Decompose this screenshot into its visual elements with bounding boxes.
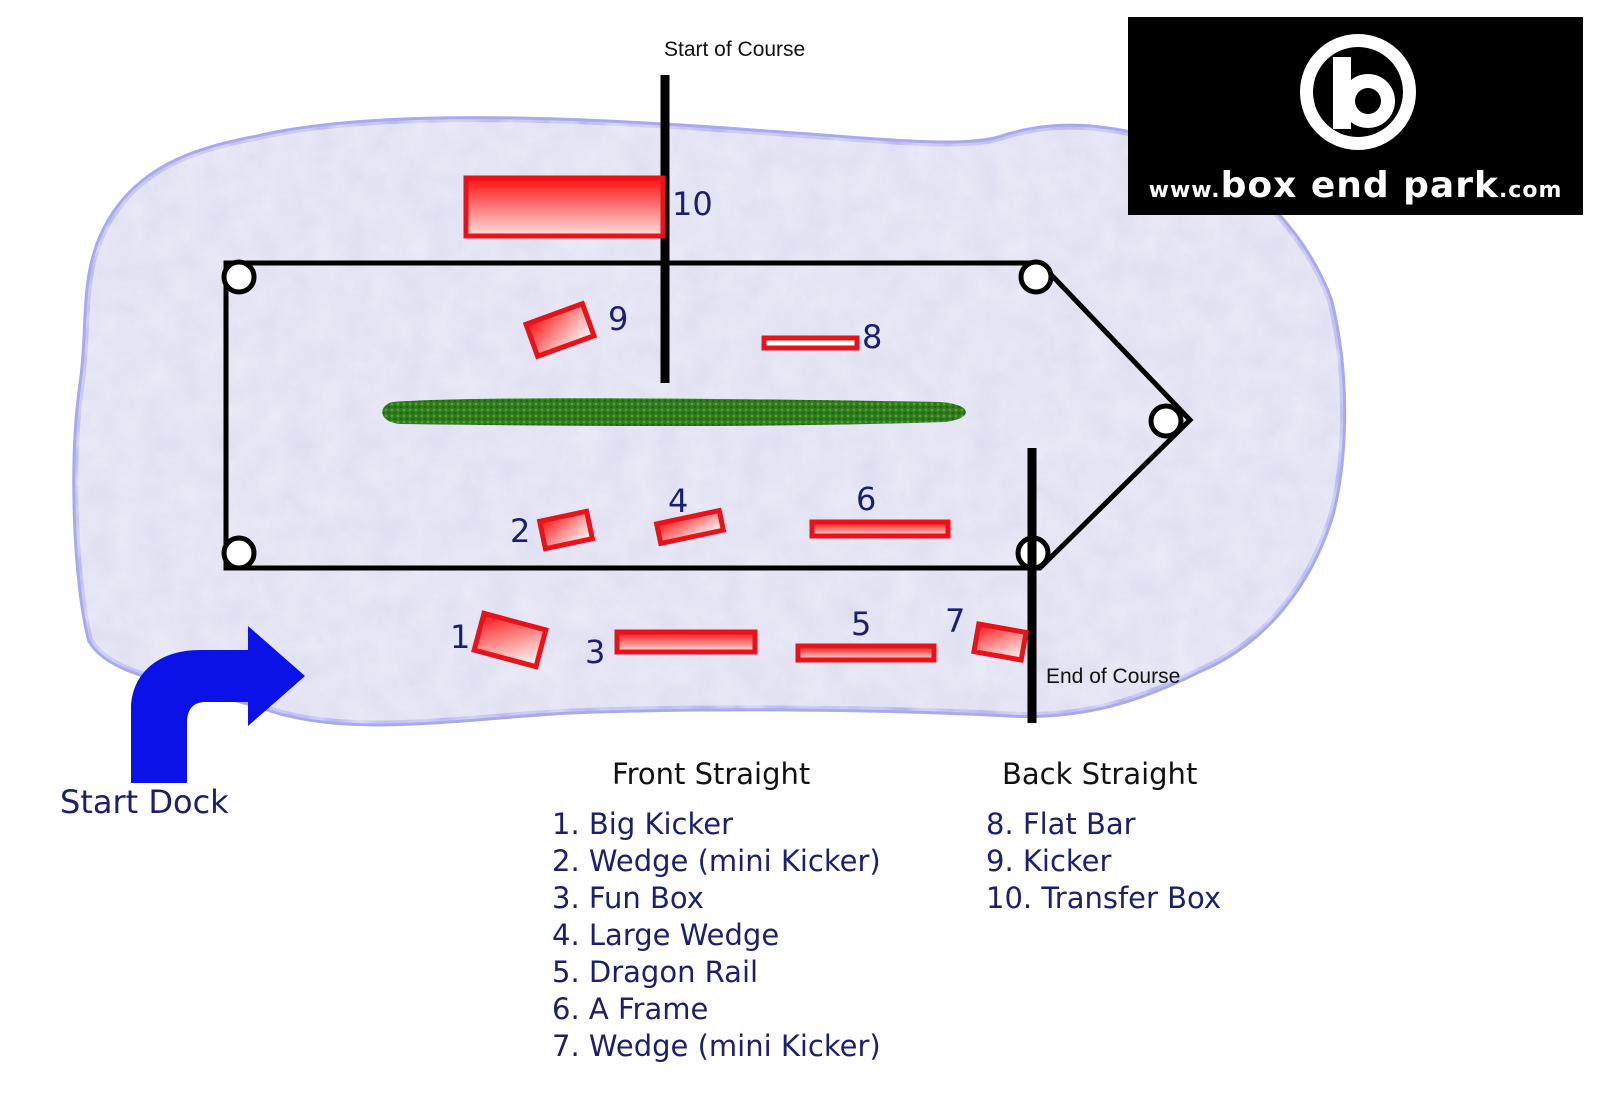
feature-3-fun-box — [614, 629, 758, 655]
feature-2-wedge — [536, 508, 596, 552]
legend-item: 8. Flat Bar — [986, 807, 1136, 841]
logo-name: box end park — [1220, 165, 1499, 206]
box-end-park-logo: www.box end park.com — [1128, 17, 1583, 215]
legend-item: 9. Kicker — [986, 844, 1112, 878]
feature-number-4: 4 — [668, 482, 689, 520]
pulley-top-right — [1018, 259, 1054, 295]
logo-text: www.box end park.com — [1128, 165, 1583, 206]
feature-number-9: 9 — [608, 300, 629, 338]
feature-9-kicker — [522, 300, 598, 360]
cable-course-line — [223, 260, 1194, 571]
legend-item: 2. Wedge (mini Kicker) — [552, 844, 881, 878]
feature-8-flat-bar — [761, 335, 860, 351]
legend-item: 1. Big Kicker — [552, 807, 734, 841]
island — [382, 398, 966, 426]
back-straight-list: 8. Flat Bar 9. Kicker 10. Transfer Box — [986, 806, 1221, 917]
pulley-bottom-left — [221, 535, 257, 571]
feature-4-large-wedge — [653, 507, 727, 547]
feature-number-6: 6 — [856, 480, 877, 518]
feature-number-5: 5 — [851, 605, 872, 643]
pulley-right — [1148, 403, 1184, 439]
start-of-course-label: Start of Course — [664, 38, 806, 61]
logo-suffix: .com — [1498, 178, 1563, 203]
feature-number-1: 1 — [450, 618, 471, 656]
feature-1-big-kicker — [471, 610, 549, 670]
legend-item: 3. Fun Box — [552, 881, 704, 915]
feature-number-7: 7 — [945, 602, 966, 640]
legend-item: 7. Wedge (mini Kicker) — [552, 1029, 881, 1063]
legend-item: 4. Large Wedge — [552, 918, 780, 952]
feature-number-2: 2 — [510, 512, 531, 550]
feature-number-8: 8 — [862, 318, 883, 356]
pulley-top-left — [221, 259, 257, 295]
feature-7-wedge — [971, 621, 1029, 663]
end-of-course-label: End of Course — [1046, 665, 1181, 688]
feature-number-10: 10 — [672, 185, 713, 223]
feature-10-transfer-box — [463, 175, 666, 239]
logo-b-icon — [1300, 34, 1416, 150]
legend-item: 6. A Frame — [552, 992, 709, 1026]
start-dock-arrow — [131, 626, 305, 783]
feature-6-a-frame — [809, 519, 951, 539]
front-straight-title: Front Straight — [612, 757, 811, 791]
legend-item: 10. Transfer Box — [986, 881, 1222, 915]
front-straight-list: 1. Big Kicker 2. Wedge (mini Kicker) 3. … — [552, 806, 881, 1065]
back-straight-title: Back Straight — [1002, 757, 1198, 791]
logo-prefix: www. — [1148, 178, 1221, 203]
feature-5-dragon-rail — [795, 643, 937, 663]
legend-item: 5. Dragon Rail — [552, 955, 759, 989]
start-dock-label: Start Dock — [60, 783, 229, 821]
feature-number-3: 3 — [585, 633, 606, 671]
